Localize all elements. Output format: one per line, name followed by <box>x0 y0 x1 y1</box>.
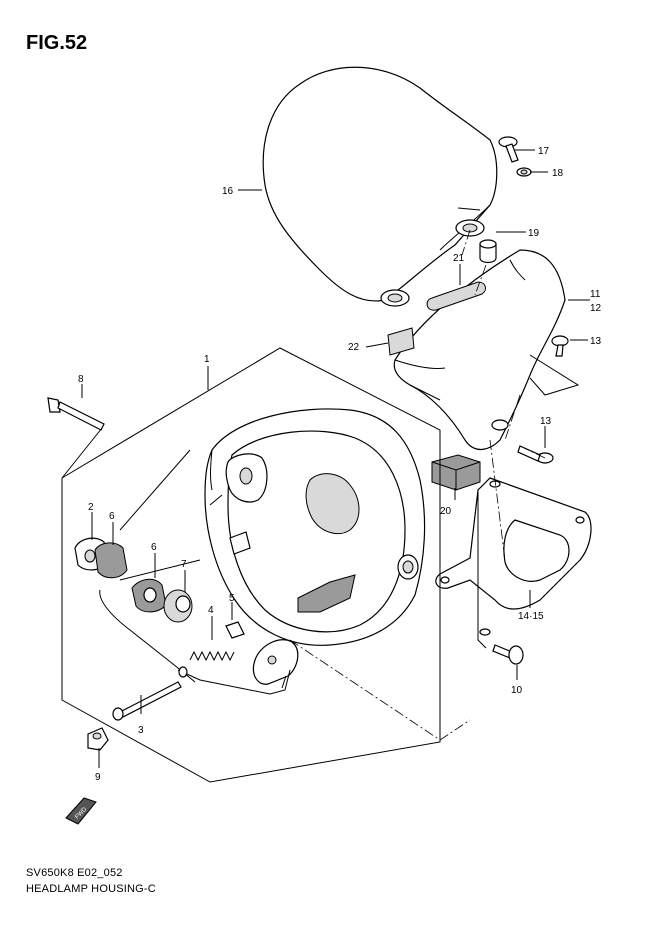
headlamp-housing <box>204 408 426 646</box>
figure-name: HEADLAMP HOUSING-C <box>26 883 156 895</box>
model-code: SV650K8 E02_052 <box>26 867 123 879</box>
callout-19: 19 <box>528 228 540 239</box>
callout-9: 9 <box>95 772 101 783</box>
screw-13-lower <box>517 445 554 464</box>
spring-4 <box>189 650 235 662</box>
collar-19 <box>479 239 497 264</box>
callout-13-upper: 13 <box>590 336 602 347</box>
bolt-8 <box>47 397 105 431</box>
inner-cover <box>393 249 580 450</box>
collar-6-lower <box>131 578 167 613</box>
callout-5: 5 <box>229 593 235 604</box>
assembly-outline <box>61 347 441 783</box>
callout-11: 11 <box>590 289 601 300</box>
fwd-arrow-icon: FWD <box>65 797 97 825</box>
rubber-21 <box>426 281 486 311</box>
screw-13-upper <box>551 335 569 357</box>
callout-labels: 1 2 3 4 5 6 6 7 8 9 10 11 12 13 13 14·15… <box>78 146 602 783</box>
callout-7: 7 <box>181 559 187 570</box>
callout-16: 16 <box>222 186 234 197</box>
label-22 <box>387 327 415 356</box>
callout-6-upper: 6 <box>109 511 115 522</box>
callout-2: 2 <box>88 502 94 513</box>
collar-6-upper <box>94 542 128 579</box>
callout-4: 4 <box>208 605 214 616</box>
collar-7 <box>163 589 193 623</box>
callout-13-lower: 13 <box>540 416 552 427</box>
callout-1: 1 <box>204 354 210 365</box>
adjuster-bracket <box>177 639 299 695</box>
callout-12: 12 <box>590 303 602 314</box>
callout-17: 17 <box>538 146 550 157</box>
callout-14-15: 14·15 <box>518 611 544 622</box>
callout-6-lower: 6 <box>151 542 157 553</box>
callout-3: 3 <box>138 725 144 736</box>
callout-20: 20 <box>440 506 452 517</box>
figure-title: FIG.52 <box>26 32 88 54</box>
nut-9 <box>87 727 109 751</box>
callout-10: 10 <box>511 685 523 696</box>
wire-stay <box>99 589 196 683</box>
windscreen-cowl <box>262 66 498 307</box>
screw-3 <box>112 666 188 721</box>
nut-5 <box>225 621 245 639</box>
cushion-20 <box>431 454 481 491</box>
callout-22: 22 <box>348 342 360 353</box>
assembly-lines <box>289 229 546 741</box>
leader-lines <box>61 149 590 768</box>
callout-8: 8 <box>78 374 84 385</box>
washer-18 <box>516 167 532 177</box>
callout-21: 21 <box>453 253 465 264</box>
bolt-10 <box>492 644 524 665</box>
bracket-14-15 <box>435 477 592 649</box>
callout-18: 18 <box>552 168 564 179</box>
bolt-17 <box>498 136 519 163</box>
